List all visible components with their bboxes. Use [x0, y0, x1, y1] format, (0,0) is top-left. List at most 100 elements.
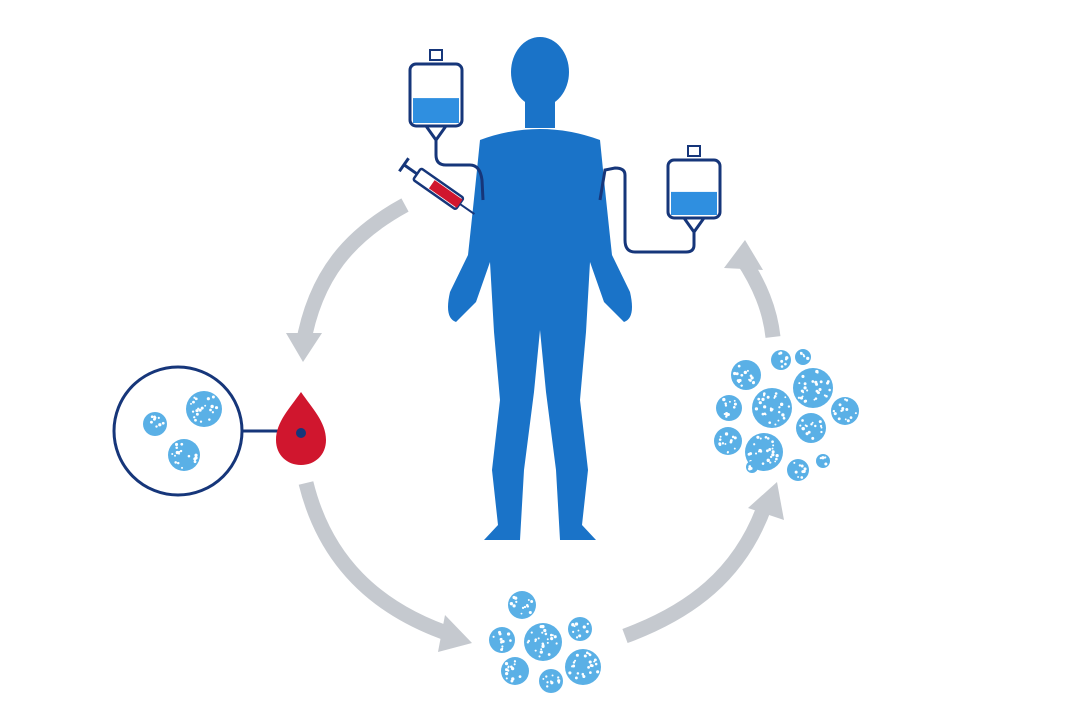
cell-speckle: [769, 455, 773, 459]
cell-speckle: [757, 397, 761, 401]
cell-speckle: [768, 421, 772, 425]
cell-speckle: [778, 406, 781, 409]
cell: [714, 427, 742, 455]
cell-speckle: [158, 423, 162, 427]
cell-speckle: [819, 424, 823, 428]
cell-speckle: [194, 397, 198, 401]
cell-speckle: [527, 598, 530, 601]
cell-speckle: [718, 438, 722, 441]
blood-drop-dot: [296, 428, 306, 438]
cell-speckle: [733, 447, 736, 450]
cell-speckle: [766, 458, 770, 463]
cell-speckle: [805, 432, 809, 436]
cell-speckle: [505, 668, 508, 672]
cell: [816, 454, 830, 468]
cell-speckle: [774, 460, 777, 463]
cell-speckle: [777, 410, 781, 414]
cell-speckle: [845, 408, 849, 411]
cell-speckle: [501, 645, 504, 648]
cell-speckle: [585, 651, 589, 655]
cell-speckle: [806, 389, 809, 392]
cell-speckle: [771, 453, 775, 457]
cell-speckle: [537, 637, 540, 640]
cell-speckle: [799, 424, 802, 427]
cell-speckle: [724, 402, 727, 405]
cell-cluster-icon: [714, 349, 859, 481]
cell-speckle: [777, 419, 780, 422]
cell-speckle: [557, 676, 560, 679]
cell-speckle: [774, 392, 778, 395]
cell-speckle: [780, 365, 784, 368]
cell-speckle: [547, 653, 551, 656]
cell-speckle: [546, 638, 549, 641]
cell-speckle: [806, 356, 810, 360]
cell-speckle: [208, 418, 211, 421]
cell-speckle: [803, 467, 807, 471]
cell-speckle: [749, 374, 753, 378]
cell-speckle: [794, 470, 798, 474]
cell-speckle: [737, 380, 741, 384]
cell-speckle: [501, 648, 504, 651]
cell: [795, 349, 811, 365]
cell-speckle: [775, 457, 778, 461]
cell-speckle: [769, 408, 773, 412]
cell-speckle: [754, 407, 759, 411]
cell-speckle: [582, 674, 586, 679]
cell-speckle: [545, 675, 548, 678]
cell-speckle: [578, 634, 582, 638]
cell-speckle: [510, 665, 513, 669]
cell-speckle: [756, 435, 760, 439]
cell-speckle: [766, 449, 769, 453]
iv-bag-icon: [598, 145, 722, 254]
cell-speckle: [814, 424, 817, 428]
cell: [787, 459, 809, 481]
cell-speckle: [523, 605, 527, 609]
cell-speckle: [551, 674, 554, 677]
body-head: [511, 37, 569, 107]
cell-speckle: [194, 456, 198, 460]
cell-speckle: [542, 677, 545, 680]
cell-speckle: [784, 358, 788, 361]
lens-circle: [112, 365, 244, 497]
cell-speckle: [797, 476, 800, 478]
cell-speckle: [726, 450, 729, 454]
cell-speckle: [583, 654, 587, 658]
cell-speckle: [193, 460, 197, 464]
cell-speckle: [575, 636, 579, 639]
cell-speckle: [761, 462, 765, 465]
cell-speckle: [771, 440, 774, 444]
cycle-arrow-icon: [295, 198, 409, 347]
cell-speckle: [769, 461, 772, 464]
cell-speckle: [807, 430, 811, 434]
cell-speckle: [837, 417, 841, 421]
cell-speckle: [816, 371, 819, 374]
cell-speckle: [582, 625, 586, 629]
cell-speckle: [498, 632, 502, 636]
cell-speckle: [540, 648, 543, 651]
cell-speckle: [763, 412, 767, 416]
cell-speckle: [546, 685, 549, 688]
cell-speckle: [802, 391, 805, 394]
cell-speckle: [174, 454, 176, 457]
cell-speckle: [574, 659, 577, 662]
cell-speckle: [513, 663, 516, 666]
cell-speckle: [193, 416, 196, 419]
iv-fluid: [413, 98, 459, 123]
cell-speckle: [803, 386, 807, 390]
cell-speckle: [811, 380, 815, 383]
cell-speckle: [772, 444, 775, 447]
cell-speckle: [821, 456, 825, 460]
cell-speckle: [507, 665, 510, 668]
cell-speckle: [828, 388, 831, 392]
cell-speckle: [557, 679, 561, 683]
cell-speckle: [778, 352, 781, 355]
cell-speckle: [514, 596, 518, 600]
cell-speckle: [775, 453, 779, 458]
cell-speckle: [764, 435, 768, 439]
iv-bag-icon: [408, 49, 485, 201]
iv-neck: [424, 125, 448, 143]
cell-speckle: [175, 450, 179, 455]
cell-speckle: [192, 400, 195, 404]
cell-speckle: [593, 658, 597, 662]
cell-speckle: [841, 409, 844, 412]
